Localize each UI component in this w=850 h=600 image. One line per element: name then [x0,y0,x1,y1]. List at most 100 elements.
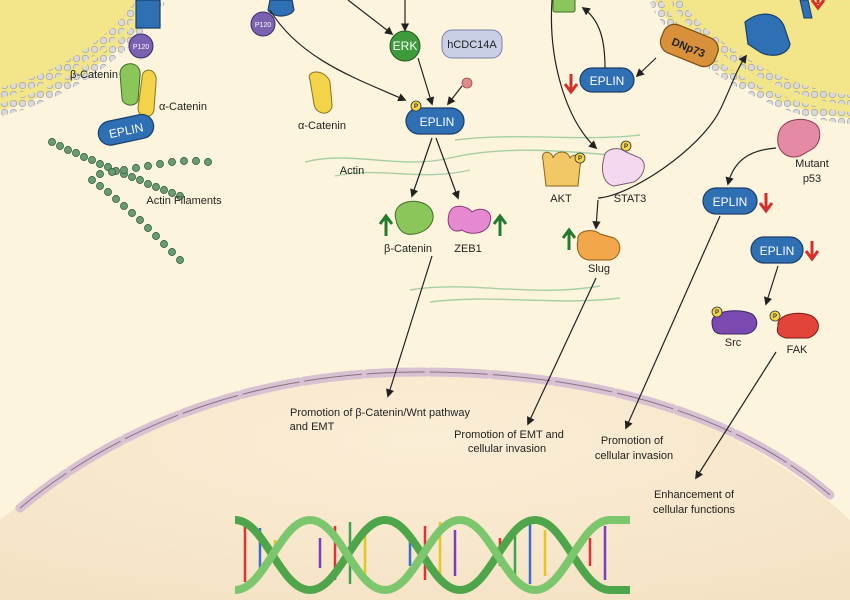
arrow-p53-to-eplin [725,147,777,186]
zeb1-icon [447,205,492,234]
alpha-catenin-left-label: α-Catenin [159,101,207,113]
p120-left-icon [128,33,154,59]
outcome-wnt-line2: and EMT [290,421,335,433]
outcome-invasion-line2: cellular invasion [595,450,673,462]
eplin-p53b-icon [750,236,804,264]
fak-icon [776,312,819,339]
arrow-to-slug [592,199,601,230]
actin-label: Actin [340,165,364,177]
arrow-to-wnt-outcome [386,255,433,398]
arrow-eplin-to-src [764,265,779,306]
eplin-right-label: EPLIN [590,74,625,88]
arrow-to-right-receptor [597,54,747,199]
eplin-left-icon [97,113,155,146]
green-receptor-icon [552,0,576,13]
left-adhesion-complex: P120 β-Catenin α-Catenin EPLIN Actin Fil… [70,0,222,207]
beta-catenin-up-arrow-icon [378,213,394,236]
phospho-eplin-center-label: P [414,104,418,110]
outcome-functions-line2: cellular functions [653,504,735,516]
phospho-akt-icon [574,152,586,164]
p120-left-label: P120 [133,44,149,51]
beta-catenin-center-icon [394,200,434,235]
outcome-emt-line2: cellular invasion [468,443,546,455]
p53-module: Mutant p53 EPLIN EPLIN P Src P FAK [702,0,829,356]
outcome-emt-line1: Promotion of EMT and [454,429,564,441]
phospho-src-icon [711,306,723,318]
src-icon [711,310,758,335]
phospho-fak-label: P [773,314,777,320]
eplin-right-down-arrow-icon [563,74,579,95]
arrow-dnp73-to-eplin [635,57,657,78]
actin-strands [304,134,641,303]
arrow-to-invasion-outcome [624,215,721,430]
eplin-right-icon [579,67,635,93]
arrow-eplin-to-beta-catenin [410,137,433,198]
slug-up-arrow-icon [561,227,577,250]
alpha-catenin-center-icon [308,71,333,114]
alpha-catenin-center-label: α-Catenin [298,120,346,132]
cadherin-icon [135,0,161,29]
eplin-p53b-label: EPLIN [760,244,795,258]
phospho-stat3-icon [620,140,632,152]
center-signaling: P120 ERK hCDC14A α-Catenin EPLIN P Actin [250,0,503,177]
beta-catenin-left-label: β-Catenin [70,69,118,81]
actin-filaments-label: Actin Filaments [146,195,222,207]
pathway-arrows [269,0,779,480]
slug-icon [576,230,621,261]
src-label: Src [725,337,742,349]
eplin-p53a-down-arrow-icon [758,193,774,214]
hcdc14a-icon [441,29,503,59]
phospho-stat3-label: P [624,144,628,150]
arrow-down-to-stat3 [550,0,598,150]
hcdc14a-label: hCDC14A [447,39,497,51]
mutant-p53-label-line2: p53 [803,173,821,185]
stat3-icon [601,148,645,187]
outcome-functions-line1: Enhancement of [654,489,735,501]
dna-helix-icon [234,515,630,595]
p120-center-label: P120 [255,22,271,29]
arrow-eplin-to-receptor [581,7,606,69]
beta-catenin-center-label: β-Catenin [384,243,432,255]
right-receptor-tail-icon [799,0,813,19]
beta-catenin-left-icon [119,63,141,106]
arrow-receptor-to-eplin [269,9,407,102]
zeb1-label: ZEB1 [454,243,482,255]
dnp73-icon [659,23,719,68]
phospho-eplin-center-icon [410,100,422,112]
arrow-erk-to-eplin [417,57,435,106]
phospho-fak-icon [769,310,781,322]
akt-stat3-slug-module: P AKT P STAT3 Slug [542,140,647,275]
phosphatase-site-icon [461,77,473,89]
arrow-to-emt-outcome [527,277,597,426]
fak-label: FAK [787,344,808,356]
right-receptor-icon [744,13,791,56]
nucleus [0,367,850,600]
arrow-to-functions-outcome [695,351,777,480]
actin-filaments-icon [48,138,212,264]
p120-center-icon [250,11,276,37]
center-effectors: β-Catenin ZEB1 [378,200,508,255]
mutant-p53-icon [777,118,821,158]
outcome-labels: Promotion of β-Catenin/Wnt pathway and E… [290,407,736,516]
stat3-label: STAT3 [614,193,647,205]
receptor-center-icon [267,0,295,17]
arrow-into-erk [347,0,394,36]
receptor-down-arrow-icon [810,0,826,11]
phospho-akt-label: P [578,156,582,162]
dnp73-module: EPLIN DNp73 [552,0,719,95]
outcome-invasion-line1: Promotion of [601,435,664,447]
arrow-hcdc14a-to-eplin [446,85,463,106]
slug-label: Slug [588,263,610,275]
eplin-p53a-icon [702,187,758,215]
eplin-center-label: EPLIN [420,115,455,129]
erk-label: ERK [393,39,418,53]
outcome-wnt-line1: Promotion of β-Catenin/Wnt pathway [290,407,470,419]
eplin-p53b-down-arrow-icon [804,241,820,262]
phospho-src-label: P [715,310,719,316]
zeb1-up-arrow-icon [492,213,508,236]
eplin-center-icon [405,107,465,135]
arrow-eplin-to-zeb1 [435,137,460,200]
eplin-p53a-label: EPLIN [713,195,748,209]
